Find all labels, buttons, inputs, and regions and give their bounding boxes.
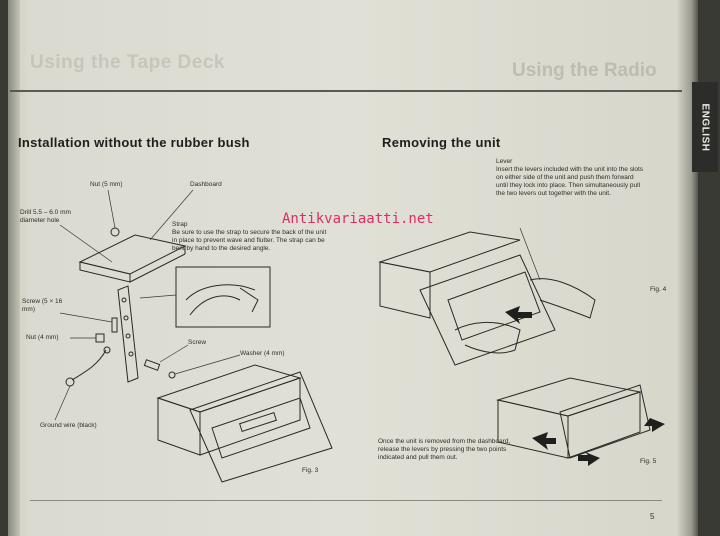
ghost-heading-left: Using the Tape Deck (30, 52, 225, 73)
strap-inset-drawing (175, 266, 271, 328)
watermark: Antikvariaatti.net (282, 211, 434, 227)
fig5-caption: Fig. 5 (640, 458, 657, 465)
arrow-release-right-icon (644, 418, 665, 432)
nut-drawing (110, 227, 120, 237)
radio-unit-drawing (156, 364, 333, 483)
dashboard-panel-drawing (78, 234, 187, 283)
label-screw-size: Screw (5 × 16 mm) (22, 298, 63, 314)
removal-fig5-drawing (496, 377, 665, 466)
header-rule (10, 90, 682, 92)
language-tab: ENGLISH (692, 82, 718, 172)
label-lever-text: Insert the levers included with the unit… (496, 166, 644, 198)
ghost-heading-right: Using the Radio (512, 60, 657, 81)
label-washer: Washer (4 mm) (240, 350, 285, 357)
arrow-pull-icon (578, 452, 600, 466)
label-nut4: Nut (4 mm) (26, 334, 59, 341)
arrow-release-left-icon (532, 432, 556, 450)
label-nut5: Nut (5 mm) (90, 181, 123, 188)
page-number: 5 (650, 512, 655, 521)
label-screw: Screw (188, 339, 207, 346)
fig4-caption: Fig. 4 (650, 286, 667, 293)
strap-drawing (117, 285, 139, 383)
label-lever-title: Lever (496, 158, 513, 165)
manual-page (8, 0, 698, 536)
screw-drawing (95, 317, 118, 354)
label-drill: Drill 5.5 – 6.0 mm diameter hole (20, 209, 71, 225)
page-binding (8, 0, 20, 536)
label-dashboard: Dashboard (190, 181, 222, 188)
label-strap-text: Be sure to use the strap to secure the b… (172, 229, 327, 253)
fig3-caption: Fig. 3 (302, 467, 319, 474)
label-strap-title: Strap (172, 221, 188, 228)
ground-wire-drawing (71, 349, 107, 381)
washer-screw-drawing (143, 359, 176, 379)
footer-rule (30, 500, 662, 501)
section-title-removing: Removing the unit (382, 135, 501, 150)
arrow-out-icon (505, 306, 532, 324)
section-title-installation: Installation without the rubber bush (18, 135, 250, 150)
label-removed-text: Once the unit is removed from the dashbo… (378, 438, 511, 462)
removal-fig4-drawing (378, 231, 596, 366)
label-ground: Ground wire (black) (40, 422, 97, 429)
